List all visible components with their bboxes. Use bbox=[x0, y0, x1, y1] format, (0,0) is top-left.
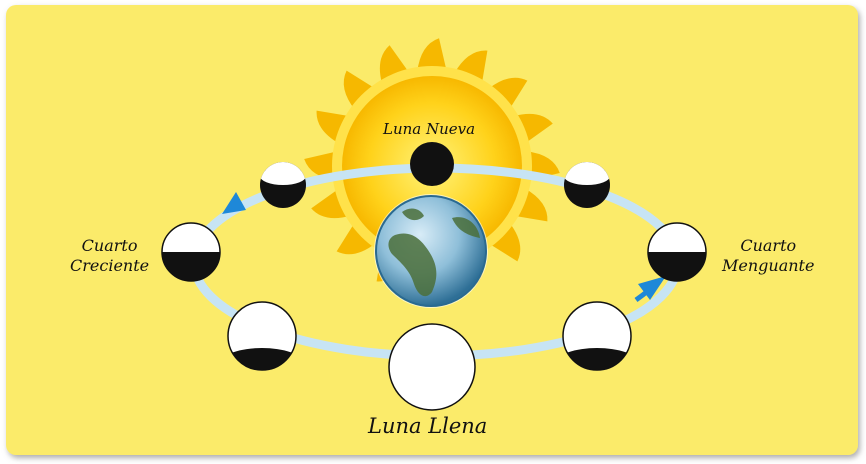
label-new-moon: Luna Nueva bbox=[383, 122, 475, 137]
label-first-quarter-line1: Cuarto bbox=[70, 236, 149, 256]
earth-icon bbox=[374, 194, 488, 308]
moon-full bbox=[389, 324, 475, 410]
label-last-quarter: Cuarto Menguante bbox=[722, 236, 814, 276]
label-first-quarter: Cuarto Creciente bbox=[70, 236, 149, 276]
label-last-quarter-line2: Menguante bbox=[722, 256, 814, 276]
label-full-moon: Luna Llena bbox=[368, 416, 487, 437]
moon-crescent-upper-left bbox=[260, 162, 306, 208]
label-last-quarter-line1: Cuarto bbox=[722, 236, 814, 256]
label-first-quarter-line2: Creciente bbox=[70, 256, 149, 276]
moon-new bbox=[410, 142, 454, 186]
moon-crescent-upper-right bbox=[564, 162, 610, 208]
